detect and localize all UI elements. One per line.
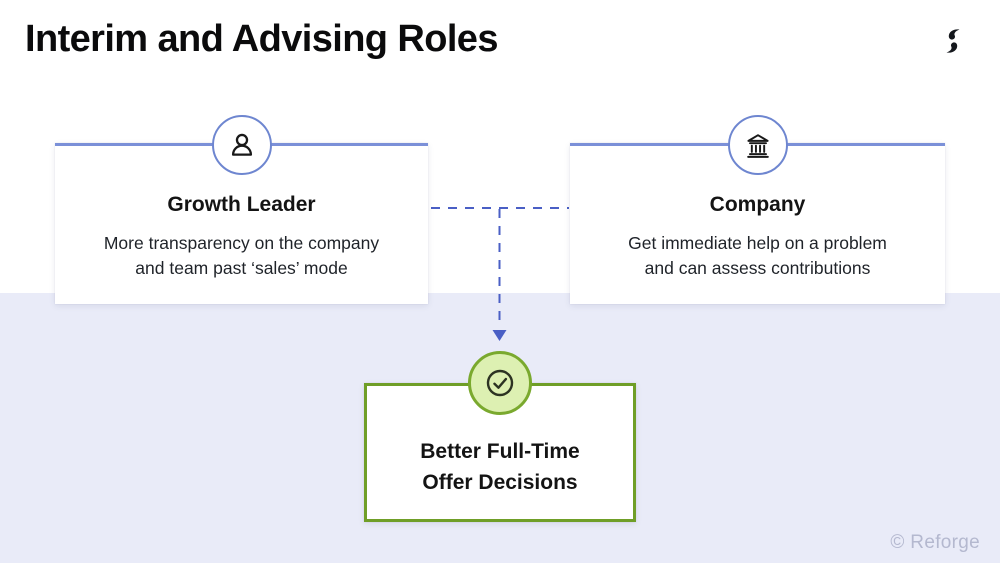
text-line: Get immediate help on a problem xyxy=(628,233,887,253)
text-line: and can assess contributions xyxy=(644,258,871,278)
node-description: Get immediate help on a problem and can … xyxy=(570,231,945,281)
node-growth-leader: Growth Leader More transparency on the c… xyxy=(55,115,428,304)
node-description: More transparency on the company and tea… xyxy=(55,231,428,281)
text-line: and team past ‘sales’ mode xyxy=(135,258,348,278)
node-title: Company xyxy=(709,193,806,216)
check-circle-icon xyxy=(468,351,532,415)
text-line: More transparency on the company xyxy=(103,233,380,253)
node-title: Better Full-Time Offer Decisions xyxy=(367,436,633,498)
node-company: Company Get immediate help on a problem … xyxy=(570,115,945,304)
person-icon xyxy=(211,115,272,175)
reforge-logo-icon xyxy=(932,20,974,62)
watermark: © Reforge xyxy=(890,532,980,553)
text-line: Better Full-Time xyxy=(420,440,580,463)
bank-icon xyxy=(727,115,788,175)
page-title: Interim and Advising Roles xyxy=(25,18,498,60)
text-line: Offer Decisions xyxy=(422,471,578,494)
node-outcome: Better Full-Time Offer Decisions xyxy=(364,351,636,522)
node-title: Growth Leader xyxy=(167,193,316,216)
